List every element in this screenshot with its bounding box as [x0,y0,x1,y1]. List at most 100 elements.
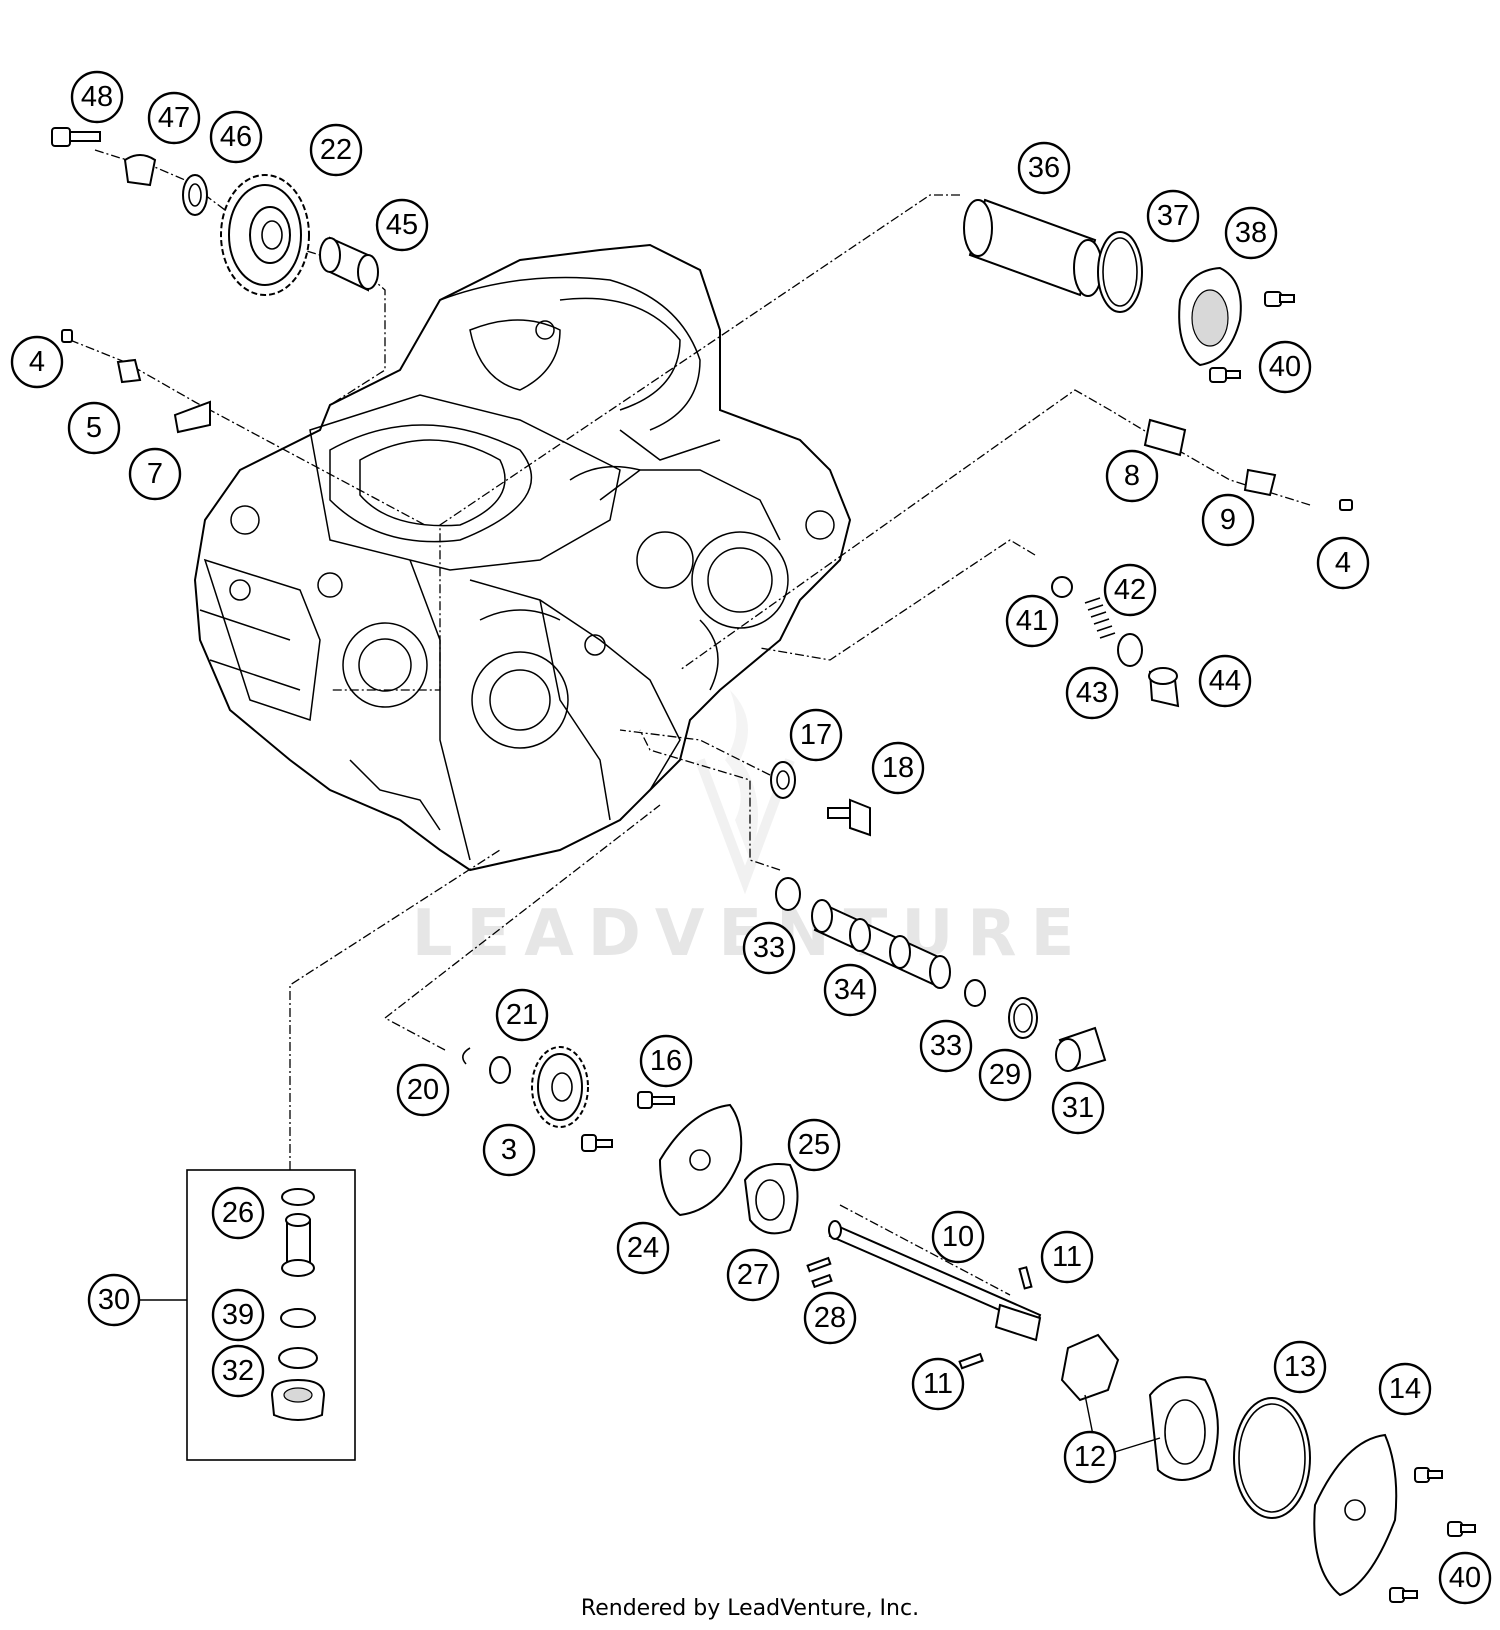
part-41-ball [1051,576,1073,598]
callout-10: 10 [931,1210,985,1264]
callout-36: 36 [1017,141,1071,195]
svg-text:41: 41 [1016,605,1048,637]
part-34-shaft [811,899,951,989]
svg-text:29: 29 [989,1059,1021,1091]
part-47-lock-plate [123,154,157,187]
part-3-screw [581,1134,613,1152]
part-14-pump-cover [1313,1433,1398,1597]
part-40-bolts-upper [1209,291,1295,383]
part-4-screw-left [61,329,73,343]
part-48-bolt [51,127,101,147]
part-21-washer [489,1056,511,1084]
svg-text:5: 5 [86,412,102,444]
svg-text:39: 39 [222,1299,254,1331]
svg-text:22: 22 [320,134,352,166]
svg-text:27: 27 [737,1259,769,1291]
callout-28: 28 [803,1291,857,1345]
svg-text:14: 14 [1389,1373,1421,1405]
part-37-o-ring [1097,231,1143,313]
part-38-filter-cover [1178,266,1242,367]
svg-text:20: 20 [407,1074,439,1106]
callout-24: 24 [616,1221,670,1275]
callout-7: 7 [128,447,182,501]
callout-40-lower: 40 [1438,1551,1492,1605]
svg-text:28: 28 [814,1302,846,1334]
svg-text:17: 17 [800,719,832,751]
callout-41: 41 [1005,594,1059,648]
svg-text:9: 9 [1220,504,1236,536]
svg-text:45: 45 [386,209,418,241]
callout-33-lower: 33 [919,1019,973,1073]
svg-text:25: 25 [798,1129,830,1161]
part-44-plug [1148,667,1180,708]
callout-33-upper: 33 [742,921,796,975]
callout-34: 34 [823,963,877,1017]
part-16-bolt [637,1091,675,1109]
svg-text:42: 42 [1114,574,1146,606]
svg-text:13: 13 [1284,1351,1316,1383]
callout-27: 27 [726,1248,780,1302]
leader-lines [69,149,1311,1296]
svg-text:46: 46 [220,121,252,153]
part-31-plug [1055,1026,1107,1072]
callout-37: 37 [1146,189,1200,243]
callout-12: 12 [1063,1430,1117,1484]
svg-text:11: 11 [1052,1241,1082,1273]
part-24-plate [658,1103,743,1217]
svg-text:47: 47 [158,102,190,134]
callout-9: 9 [1201,493,1255,547]
svg-text:8: 8 [1124,460,1140,492]
svg-text:18: 18 [882,752,914,784]
svg-text:10: 10 [942,1221,974,1253]
svg-text:31: 31 [1062,1092,1094,1124]
svg-text:21: 21 [506,999,538,1031]
svg-text:30: 30 [98,1284,130,1316]
part-25-rotor [743,1163,799,1235]
callout-11-upper: 11 [1040,1230,1094,1284]
callout-22: 22 [309,123,363,177]
part-10-pump-shaft [828,1220,1042,1342]
part-30-kit-box [140,1169,356,1461]
callout-25: 25 [787,1118,841,1172]
svg-text:4: 4 [29,346,45,378]
part-5-lock [116,358,142,384]
svg-text:37: 37 [1157,200,1189,232]
callout-44: 44 [1198,654,1252,708]
callout-39: 39 [211,1288,265,1342]
part-40-bolts-lower [1389,1467,1476,1603]
part-9-lock-right [1243,468,1277,497]
callout-13: 13 [1273,1340,1327,1394]
callout-18: 18 [871,741,925,795]
callout-21: 21 [495,988,549,1042]
part-3-gear [531,1046,589,1128]
svg-text:26: 26 [222,1197,254,1229]
callout-4-right: 4 [1316,536,1370,590]
part-36-oil-filter [963,198,1103,297]
svg-text:32: 32 [222,1355,254,1387]
part-18-drain-plug [827,798,871,837]
callout-4-left: 4 [10,335,64,389]
svg-text:33: 33 [930,1030,962,1062]
part-13-gasket [1233,1397,1311,1519]
callout-47: 47 [147,91,201,145]
part-7-cover [173,400,211,434]
svg-text:12: 12 [1074,1441,1106,1473]
svg-text:48: 48 [81,81,113,113]
svg-text:36: 36 [1028,152,1060,184]
part-8-cover-right [1143,418,1187,457]
callout-42: 42 [1103,563,1157,617]
watermark-text: LEADVENTURE [412,897,1089,971]
part-28-pin [811,1273,833,1289]
callout-30: 30 [87,1273,141,1327]
callout-43: 43 [1065,666,1119,720]
part-43-washer [1117,633,1143,667]
svg-text:11: 11 [923,1368,953,1400]
callout-46: 46 [209,110,263,164]
callout-26: 26 [211,1186,265,1240]
svg-text:38: 38 [1235,217,1267,249]
part-29-o-ring [1008,997,1038,1039]
callout-14: 14 [1378,1362,1432,1416]
callout-17: 17 [789,708,843,762]
callout-8: 8 [1105,449,1159,503]
